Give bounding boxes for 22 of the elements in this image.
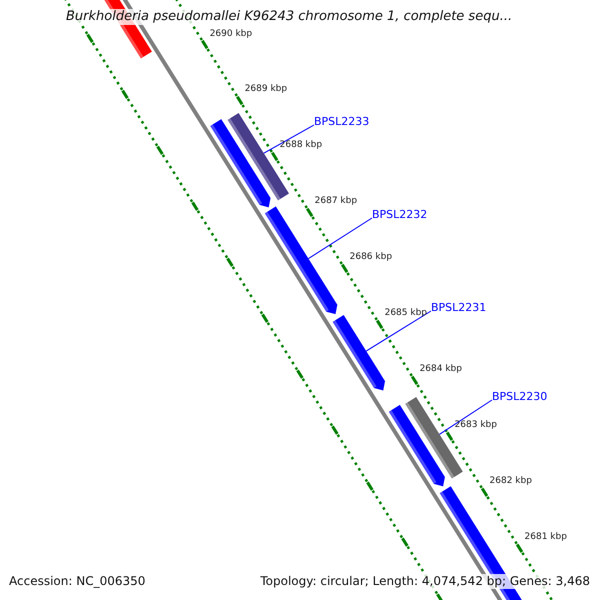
tick-label: 2688 kbp [280, 140, 322, 152]
gene-label: BPSL2232 [372, 208, 428, 221]
tick-label: 2686 kbp [350, 252, 392, 264]
tick-label: 2684 kbp [420, 364, 462, 376]
summary-text: Topology: circular; Length: 4,074,542 bp; Genes: 3,468 [258, 574, 592, 589]
gene-feature [264, 206, 338, 314]
leader-line [263, 124, 314, 154]
tick-label: 2690 kbp [210, 28, 252, 40]
tick-label: 2683 kbp [454, 420, 497, 432]
tick-label: 2682 kbp [490, 476, 532, 488]
tick-label: 2689 kbp [244, 84, 288, 96]
gene-label: BPSL2230 [492, 390, 548, 403]
tick-label: 2681 kbp [524, 532, 567, 544]
tick-label: 2687 kbp [314, 196, 358, 208]
leader-line [439, 400, 492, 435]
gene-label: BPSL2233 [314, 115, 370, 128]
leader-line [366, 310, 432, 352]
gene-feature [332, 314, 386, 390]
gene-label: BPSL2231 [431, 301, 486, 314]
leader-line [308, 218, 372, 260]
accession-text: Accession: NC_006350 [7, 574, 148, 589]
tick-label: 2685 kbp [384, 308, 428, 320]
